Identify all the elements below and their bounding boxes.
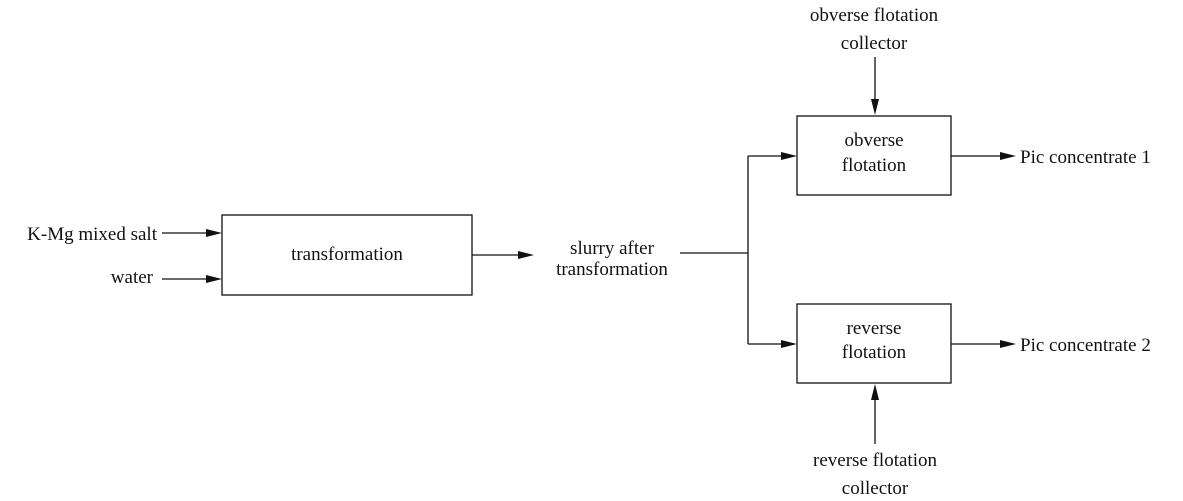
reverse-flotation-box (796, 303, 952, 384)
reverse-flotation-label-line1: reverse (847, 318, 902, 339)
obverse-flotation-box (796, 115, 952, 196)
concentrate-2-label: Pic concentrate 2 (1020, 335, 1151, 356)
arrowhead-slurry (518, 251, 534, 259)
arrowhead-obverse-collector (871, 99, 879, 115)
arrowhead-reverse (781, 340, 797, 348)
obverse-flotation-label-line1: obverse (844, 130, 903, 151)
arrowhead-reverse-collector (871, 384, 879, 400)
obverse-collector-label-line1: obverse flotation (810, 5, 939, 26)
arrowhead-concentrate-2 (1000, 340, 1016, 348)
reverse-flotation-label-line2: flotation (842, 342, 907, 363)
slurry-label-line2: transformation (556, 259, 668, 280)
arrowhead-water (206, 275, 222, 283)
obverse-collector-label-line2: collector (841, 33, 908, 54)
input-kmg-mixed-salt-label: K-Mg mixed salt (27, 224, 158, 245)
arrowhead-obverse (781, 152, 797, 160)
arrowhead-kmg (206, 229, 222, 237)
transformation-box (221, 214, 473, 296)
reverse-collector-label-line1: reverse flotation (813, 450, 937, 471)
arrowhead-concentrate-1 (1000, 152, 1016, 160)
slurry-label-line1: slurry after (570, 238, 655, 259)
reverse-collector-label-line2: collector (842, 478, 909, 499)
concentrate-1-label: Pic concentrate 1 (1020, 147, 1151, 168)
input-water-label: water (111, 267, 154, 288)
obverse-flotation-label-line2: flotation (842, 155, 907, 176)
transformation-label: transformation (291, 244, 403, 265)
